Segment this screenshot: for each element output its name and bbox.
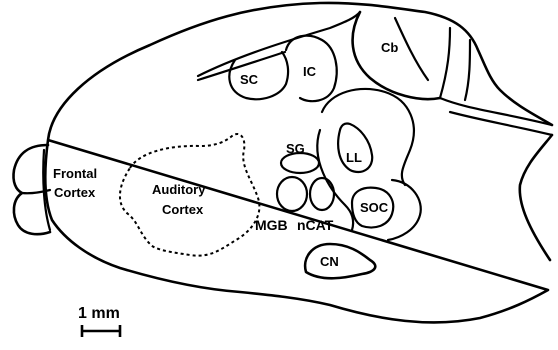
label-cn: CN xyxy=(320,254,339,269)
label-frontal-cortex-2: Cortex xyxy=(54,185,96,200)
label-frontal-cortex-1: Frontal xyxy=(53,166,97,181)
scale-bar xyxy=(82,325,120,337)
label-auditory-cortex-2: Cortex xyxy=(162,202,204,217)
scale-bar-label: 1 mm xyxy=(78,305,120,322)
label-soc: SOC xyxy=(360,200,389,215)
cerebellum-fold-3 xyxy=(465,40,470,100)
label-sg: SG xyxy=(286,141,305,156)
medial-geniculate-body xyxy=(277,177,307,211)
ncat-nucleus xyxy=(310,178,334,210)
pons-region xyxy=(322,89,414,185)
brain-outline xyxy=(45,3,552,323)
cerebellum-fold-1 xyxy=(395,18,428,80)
label-ic: IC xyxy=(303,64,317,79)
pons-lower xyxy=(317,130,353,230)
cerebellum-fold-2 xyxy=(440,28,450,98)
label-mgb: MGB xyxy=(255,217,288,233)
label-ncat: nCAT xyxy=(297,217,334,233)
cochlear-nucleus xyxy=(305,244,375,278)
label-ll: LL xyxy=(346,150,362,165)
suprageniculate xyxy=(281,153,319,173)
label-auditory-cortex-1: Auditory xyxy=(152,182,206,197)
brainstem-top-line xyxy=(440,98,552,125)
cerebellum-region xyxy=(353,12,440,99)
label-sc: SC xyxy=(240,72,259,87)
label-cb: Cb xyxy=(381,40,398,55)
